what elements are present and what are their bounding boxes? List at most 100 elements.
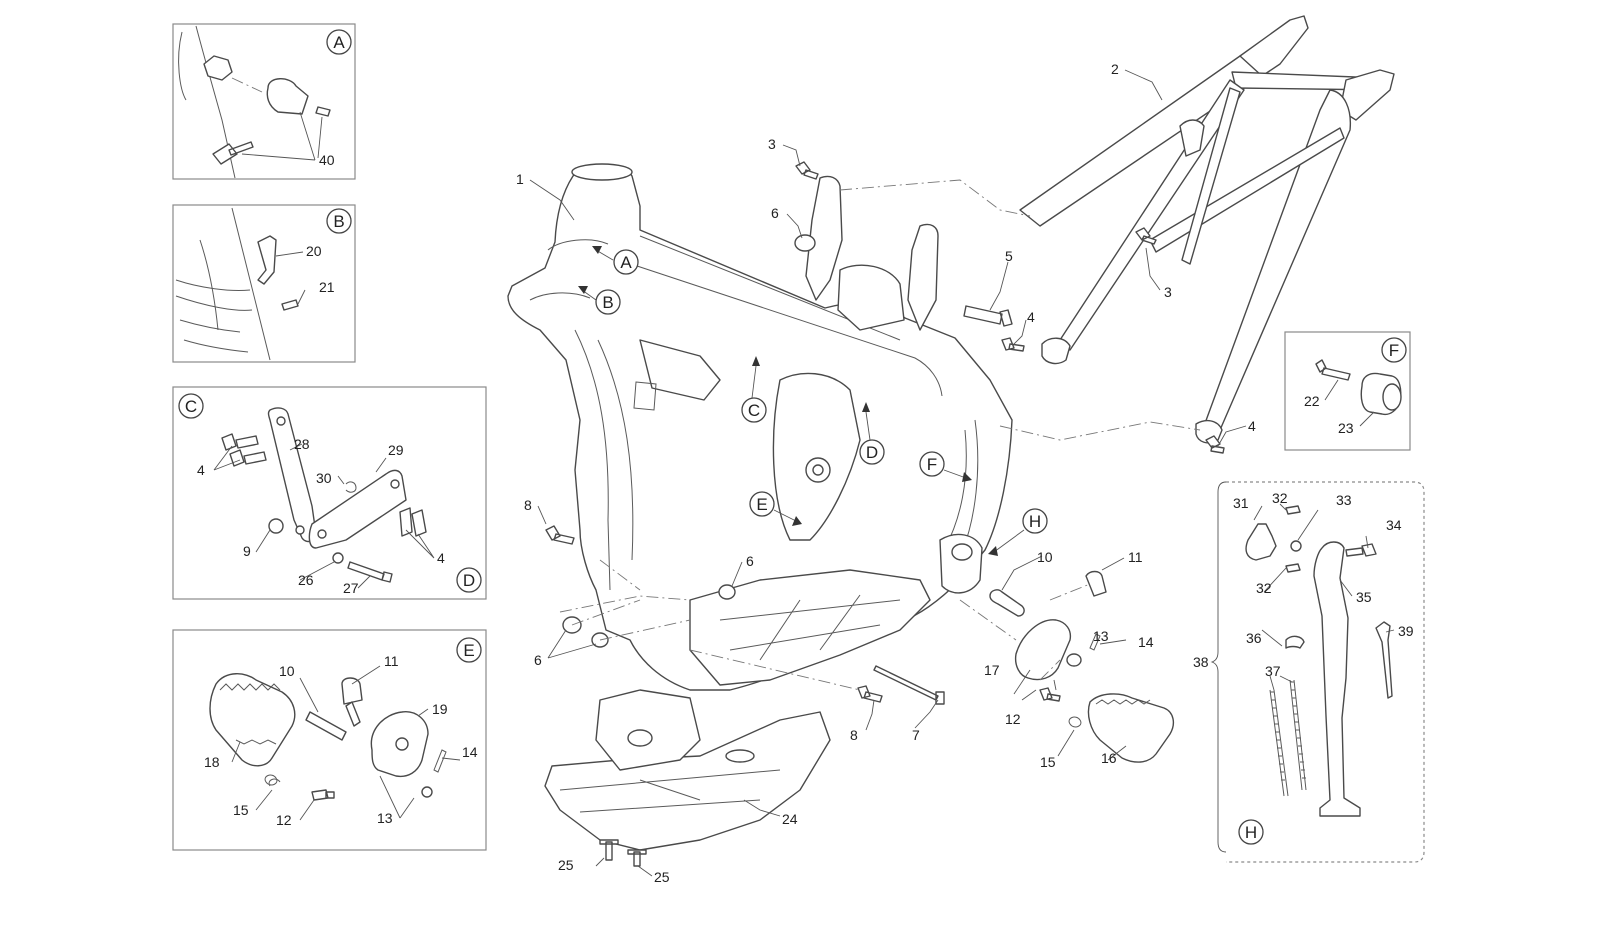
badge-a: A	[326, 29, 352, 55]
main-frame-assembly	[507, 163, 1013, 691]
callout-10: 10	[1037, 549, 1053, 565]
callout-25-left: 25	[558, 857, 574, 873]
callout-29: 29	[388, 442, 404, 458]
frame-badge-a[interactable]: A	[613, 249, 639, 275]
frame-badges: A B C D E F	[578, 246, 1048, 556]
frame-cradle	[689, 569, 931, 686]
svg-text:E: E	[463, 641, 474, 660]
callout-4-upper: 4	[1027, 309, 1035, 325]
callout-6-lower: 6	[534, 652, 542, 668]
bolt-3-top	[795, 161, 819, 180]
badge-b: B	[326, 208, 352, 234]
bolt-7	[873, 665, 945, 705]
bolt-34	[1345, 543, 1377, 557]
washer-6-top	[794, 234, 816, 252]
callout-4-right: 4	[1248, 418, 1256, 434]
callout-5: 5	[1005, 248, 1013, 264]
callout-3-top: 3	[768, 136, 776, 152]
washer-26	[332, 552, 344, 564]
bolt-8-upper	[545, 525, 575, 545]
washer-33	[1290, 540, 1302, 552]
footpeg-mount	[939, 533, 983, 594]
bolt-4a	[221, 433, 259, 451]
bolt-4-right	[1205, 435, 1225, 454]
callout-38: 38	[1193, 654, 1209, 670]
screw-25b	[627, 849, 647, 867]
frame-badge-d[interactable]: D	[859, 439, 885, 465]
washer-13-main	[1066, 653, 1082, 667]
bolt-4b	[229, 449, 267, 467]
callout-32-top: 32	[1272, 490, 1288, 506]
callout-12: 12	[1005, 711, 1021, 727]
subframe-2	[1019, 15, 1395, 444]
spring-30	[345, 481, 357, 493]
detail-box-h: H 31 32 33 34 32 35 36 39 37	[1210, 481, 1425, 863]
steering-lock	[266, 78, 309, 115]
frame-badge-b[interactable]: B	[595, 289, 621, 315]
screw-32a	[1285, 505, 1301, 515]
callout-12: 12	[276, 812, 292, 828]
callout-30: 30	[316, 470, 332, 486]
svg-text:F: F	[927, 455, 937, 474]
callout-14: 14	[1138, 634, 1154, 650]
svg-text:C: C	[185, 397, 197, 416]
svg-text:C: C	[748, 401, 760, 420]
badge-h: H	[1238, 819, 1264, 845]
spring-14-main	[1089, 633, 1101, 651]
spring-37b	[1289, 679, 1307, 791]
bracket-20	[257, 235, 277, 285]
callout-23: 23	[1338, 420, 1354, 436]
callout-15: 15	[1040, 754, 1056, 770]
callout-34: 34	[1386, 517, 1402, 533]
callout-8-lower: 8	[850, 727, 858, 743]
frame-badge-h[interactable]: H	[1022, 508, 1048, 534]
bolt-8-lower	[857, 685, 883, 703]
screw-12-main	[1039, 687, 1061, 702]
frame-badge-f[interactable]: F	[919, 451, 945, 477]
spring-15-main	[1068, 716, 1082, 728]
shock-bracket	[805, 175, 843, 301]
callout-25-right: 25	[654, 869, 670, 885]
screw-25a	[599, 839, 619, 861]
frame-badge-e[interactable]: E	[749, 491, 775, 517]
loose-parts	[545, 161, 1225, 763]
sidestand-35	[1313, 541, 1361, 817]
bolt-11	[341, 677, 363, 727]
bolt-27	[347, 561, 393, 583]
detail-box-e: E 11 10 19 18 14 15 12 13	[172, 629, 487, 851]
callout-10: 10	[279, 663, 295, 679]
callout-31: 31	[1233, 495, 1249, 511]
spring-37a	[1269, 689, 1289, 797]
callout-2: 2	[1111, 61, 1119, 77]
svg-text:F: F	[1389, 341, 1399, 360]
callout-11: 11	[384, 653, 399, 669]
callout-17: 17	[984, 662, 1000, 678]
bolt-5	[963, 305, 1013, 327]
callout-16: 16	[1101, 750, 1117, 766]
head-tube	[571, 163, 633, 181]
callout-9: 9	[243, 543, 251, 559]
bolt-11-main	[1085, 570, 1107, 597]
callout-19: 19	[432, 701, 448, 717]
screw-21	[281, 299, 299, 311]
callout-11: 11	[1128, 549, 1143, 565]
bolt-4-upper	[1001, 337, 1025, 352]
alignment-lines	[559, 179, 1201, 691]
callout-36: 36	[1246, 630, 1262, 646]
badge-d: D	[456, 567, 482, 593]
callout-22: 22	[1304, 393, 1320, 409]
svg-text:B: B	[333, 212, 344, 231]
svg-text:H: H	[1245, 823, 1257, 842]
screw-12	[311, 789, 335, 801]
callout-21: 21	[319, 279, 335, 295]
frame-gusset	[837, 264, 905, 331]
frame-badge-c[interactable]: C	[741, 397, 767, 423]
callout-39: 39	[1398, 623, 1414, 639]
callout-33: 33	[1336, 492, 1352, 508]
side-plate	[639, 339, 721, 401]
badge-c: C	[178, 393, 204, 419]
callout-26: 26	[298, 572, 314, 588]
spring-holder-39	[1375, 621, 1393, 699]
callout-7: 7	[912, 727, 920, 743]
callout-8-upper: 8	[524, 497, 532, 513]
